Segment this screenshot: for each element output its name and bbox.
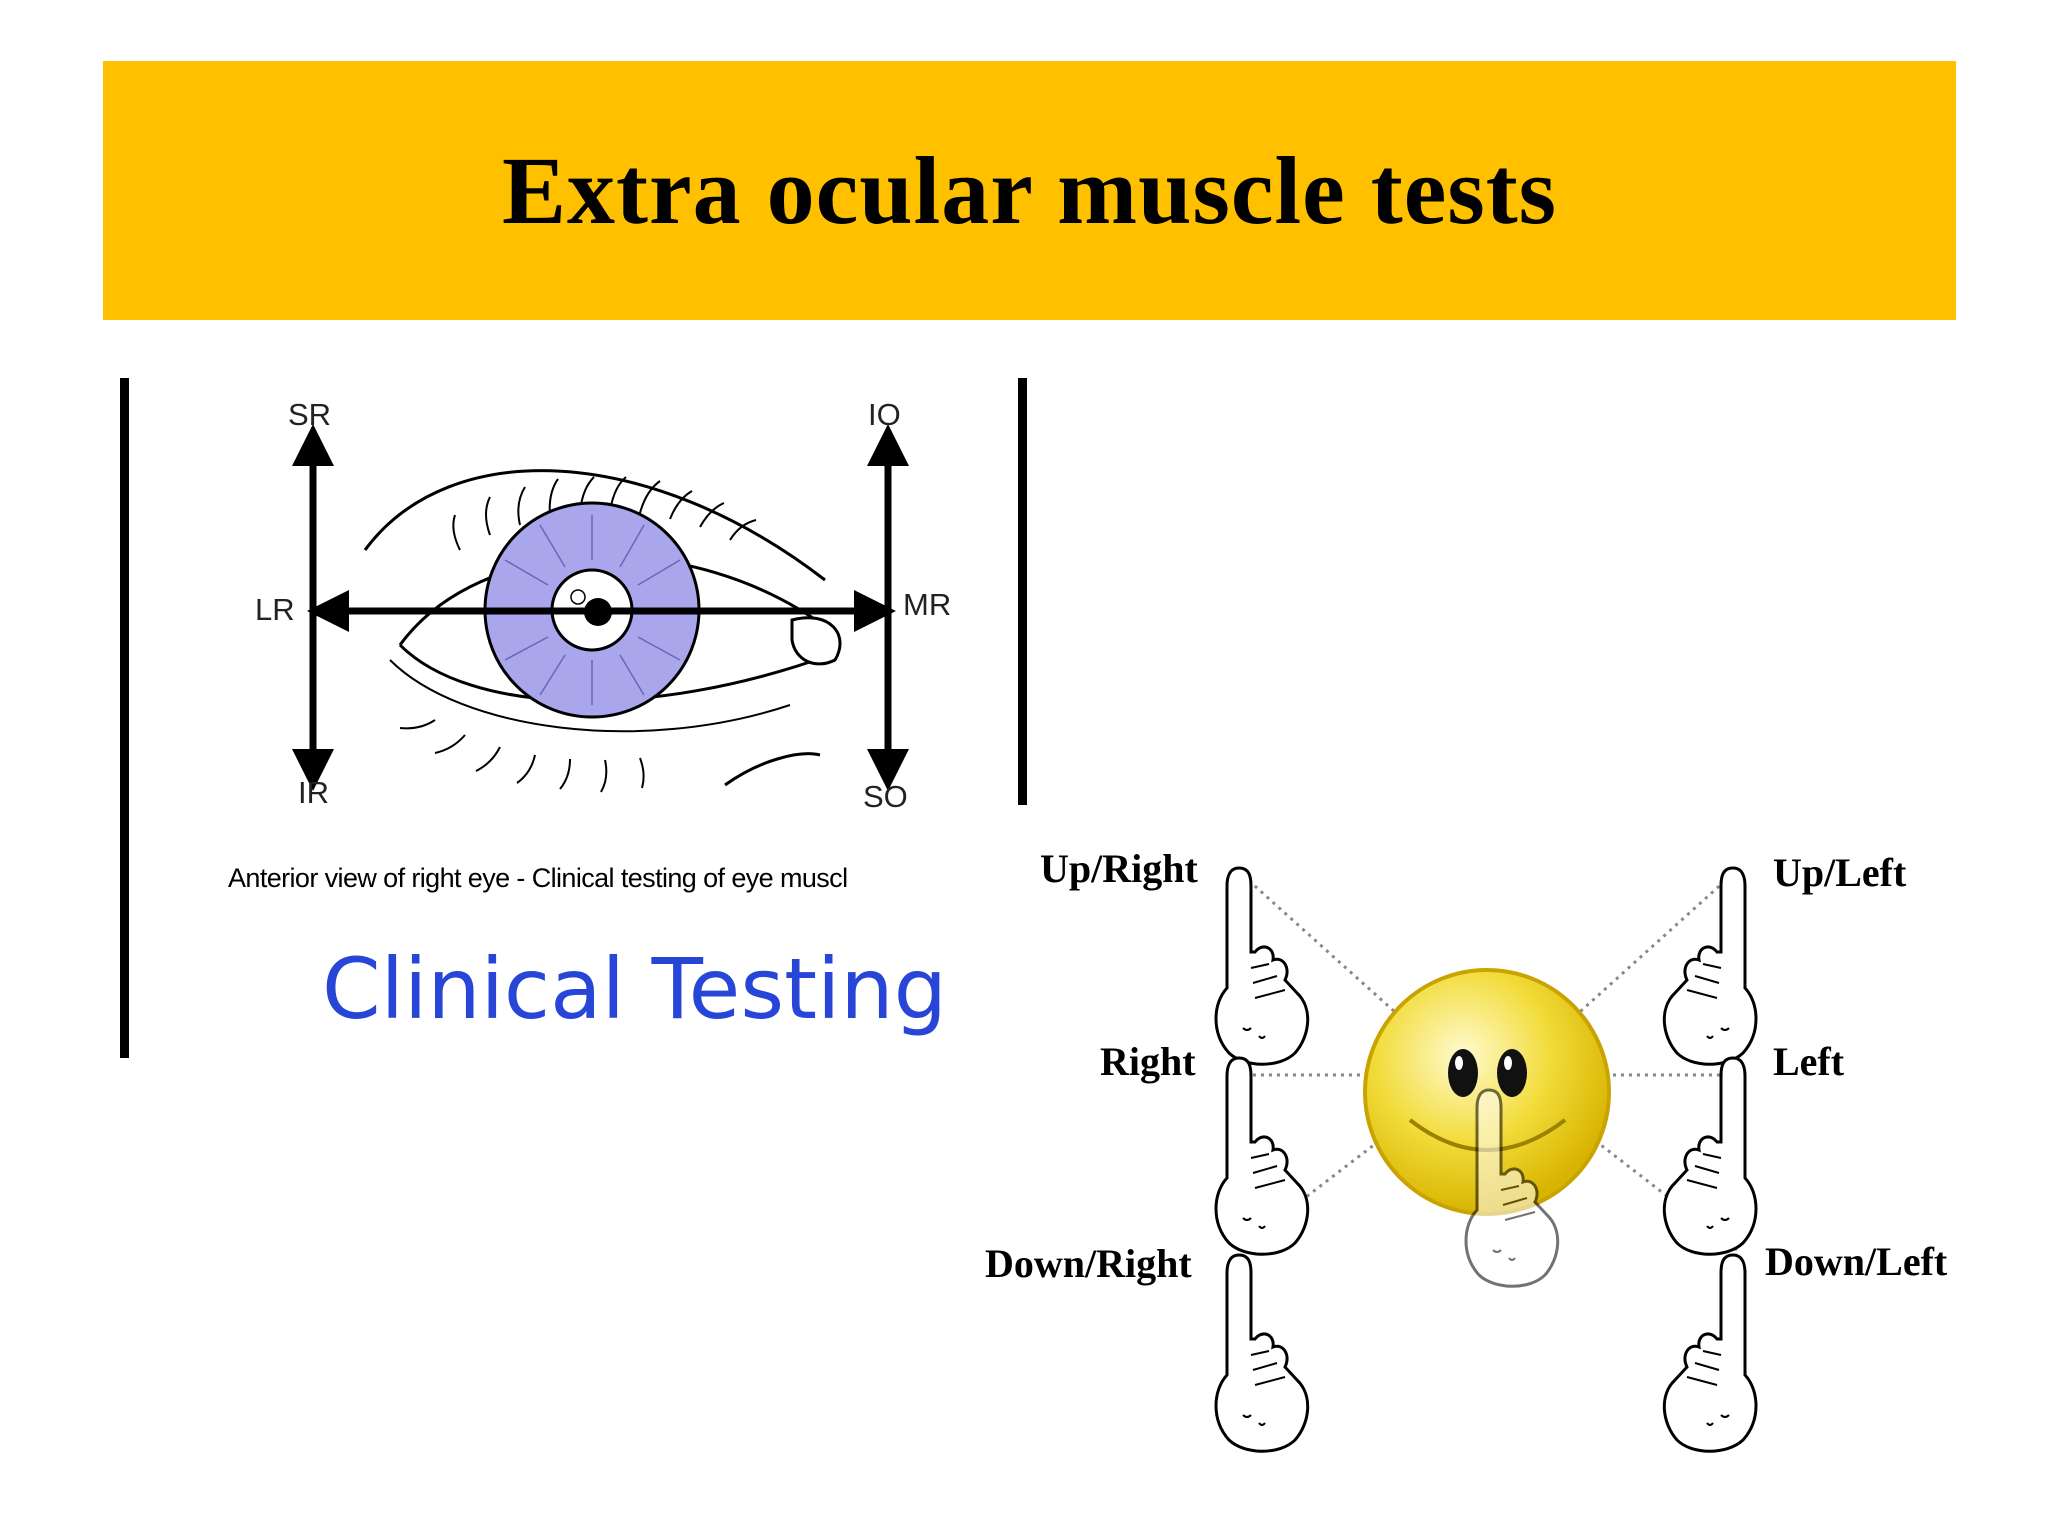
label-io: IO [868,397,901,432]
eye-muscle-diagram: SR IO LR MR IR SO [255,397,951,814]
label-ir: IR [298,775,329,810]
label-lr: LR [255,592,295,627]
center-divider-line [1018,378,1027,805]
cheek-line [724,752,821,787]
label-up-left: Up/Left [1773,850,1907,895]
label-mr: MR [903,587,951,622]
upper-lid-crease [363,469,826,582]
left-divider-line [120,378,129,1058]
gaze-directions-diagram: Up/Right Up/Left Right Left Down/Right D… [985,846,1948,1453]
right-eye-dot [1497,1049,1527,1097]
label-sr: SR [288,397,331,432]
lower-lid-outer [389,659,791,733]
title-banner: Extra ocular muscle tests [103,61,1956,320]
label-so: SO [863,779,908,814]
hand-up-left-icon [1662,866,1758,1066]
slide-title: Extra ocular muscle tests [501,137,1558,244]
caruncle [790,616,842,666]
label-right: Right [1100,1039,1196,1084]
eyelashes [399,476,757,793]
hand-down-left-icon [1662,1253,1758,1453]
hand-left-icon [1662,1056,1758,1256]
label-left: Left [1773,1039,1845,1084]
hand-up-right-icon [1214,866,1310,1066]
left-eye-dot [1448,1049,1478,1097]
label-up-right: Up/Right [1040,846,1198,891]
label-down-left: Down/Left [1765,1239,1948,1284]
hand-right-icon [1214,1056,1310,1256]
clinical-testing-heading: Clinical Testing [322,940,947,1038]
pupil-highlight [570,589,586,605]
hand-down-right-icon [1214,1253,1310,1453]
eye-diagram-caption: Anterior view of right eye - Clinical te… [228,863,848,893]
label-down-right: Down/Right [985,1241,1192,1286]
